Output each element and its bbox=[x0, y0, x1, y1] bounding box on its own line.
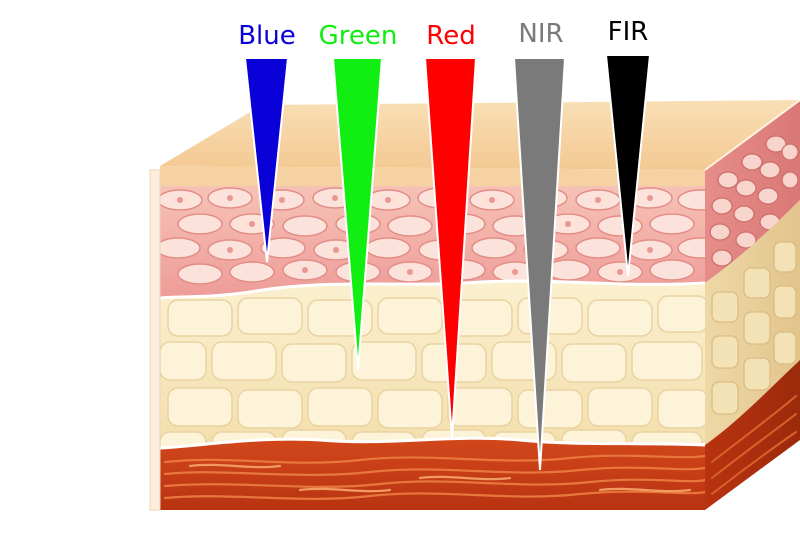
block-left-edge bbox=[149, 169, 161, 511]
subcutis-fibers bbox=[163, 454, 705, 500]
subcutis-layer bbox=[160, 438, 705, 510]
beam-nir bbox=[512, 57, 567, 471]
beam-red bbox=[423, 57, 478, 439]
label-nir: NIR bbox=[518, 19, 563, 49]
label-red: Red bbox=[426, 21, 475, 51]
beam-fir bbox=[604, 54, 652, 277]
label-fir: FIR bbox=[608, 17, 649, 47]
label-blue: Blue bbox=[238, 21, 296, 51]
beam-green bbox=[331, 57, 384, 371]
light-beams bbox=[243, 54, 652, 471]
beam-labels: Blue Green Red NIR FIR bbox=[238, 17, 648, 51]
subcutis-side bbox=[705, 360, 800, 510]
beam-blue bbox=[243, 57, 290, 263]
label-green: Green bbox=[319, 21, 398, 51]
